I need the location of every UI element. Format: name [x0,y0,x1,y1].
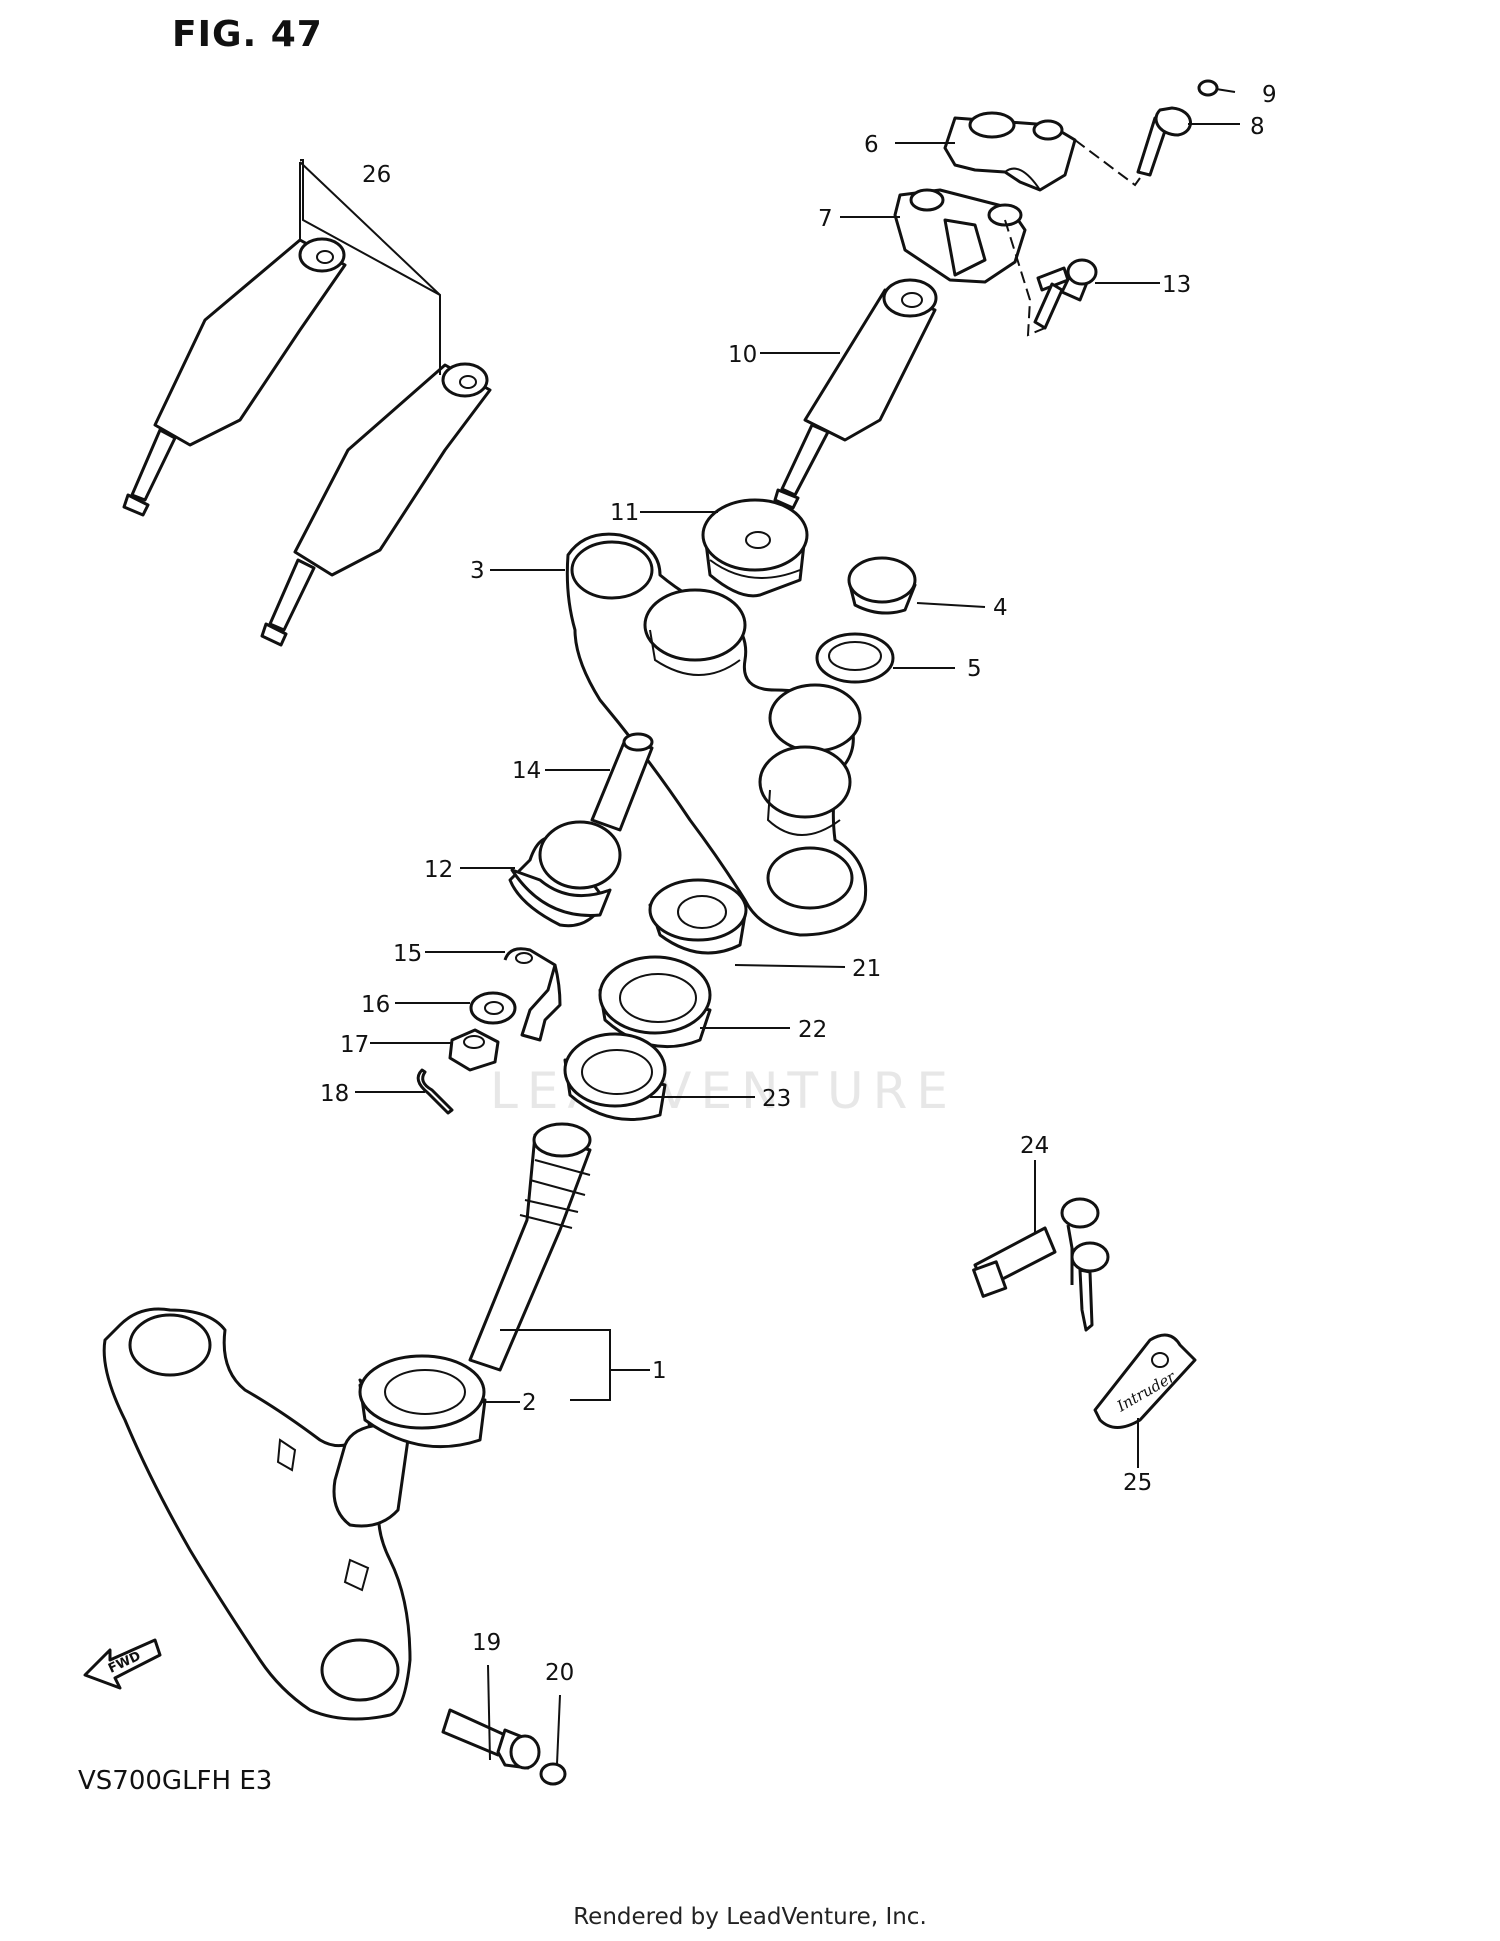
cap-part-9[interactable] [1197,79,1219,97]
dust-seal-part-2[interactable] [358,1354,487,1449]
callout-9: 9 [1262,82,1277,108]
callout-12: 12 [424,857,453,883]
leader-lines [355,88,1240,1765]
figure-title: FIG. 47 [172,14,323,55]
handlebar-upper-clamp-part-6[interactable] [943,111,1077,192]
callout-23: 23 [762,1086,791,1112]
handlebar-part-10[interactable] [773,278,938,510]
callout-5: 5 [967,656,982,682]
bolt-part-19[interactable] [441,1708,541,1770]
callout-4: 4 [993,595,1008,621]
fwd-arrow-icon: FWD [83,1638,162,1690]
handlebar-pair-part-26[interactable] [122,237,492,647]
footer-credit: Rendered by LeadVenture, Inc. [573,1904,927,1930]
callout-22: 22 [798,1017,827,1043]
callout-2: 2 [522,1390,537,1416]
cotter-pin-part-18[interactable] [416,1068,454,1115]
bolt-part-8[interactable] [1136,106,1192,177]
callout-6: 6 [864,132,879,158]
callout-16: 16 [361,992,390,1018]
callout-19: 19 [472,1630,501,1656]
callout-26: 26 [362,162,391,188]
handlebar-lower-holder-part-7[interactable] [893,188,1027,284]
callout-25: 25 [1123,1470,1152,1496]
washer-part-5[interactable] [815,632,895,684]
callout-14: 14 [512,758,541,784]
key-tag-part-25[interactable]: Intruder [1093,1333,1197,1429]
bearing-part-23[interactable] [563,1032,667,1121]
callout-10: 10 [728,342,757,368]
pin-part-14[interactable] [590,732,654,832]
callout-3: 3 [470,558,485,584]
upper-steering-bracket-part-3[interactable] [565,532,868,937]
bolt-part-13[interactable] [1033,258,1098,330]
lock-plate-part-15[interactable] [503,947,562,1042]
cap-part-4[interactable] [847,556,917,615]
steering-stem-nut-part-21[interactable] [648,878,748,955]
callout-8: 8 [1250,114,1265,140]
callout-7: 7 [818,206,833,232]
washer-part-16[interactable] [469,991,517,1025]
callout-11: 11 [610,500,639,526]
bearing-race-part-22[interactable] [598,955,712,1049]
callout-labels: 9 8 6 7 13 26 10 11 3 4 5 14 12 15 16 17… [320,82,1277,1686]
callout-24: 24 [1020,1133,1049,1159]
cap-part-20[interactable] [539,1762,567,1786]
cover-part-12[interactable] [508,820,622,928]
damper-part-11[interactable] [701,498,809,598]
nut-part-17[interactable] [448,1028,500,1072]
callout-15: 15 [393,941,422,967]
callout-1: 1 [652,1358,667,1384]
key-set-part-24[interactable] [972,1197,1110,1332]
model-code: VS700GLFH E3 [78,1766,273,1796]
callout-13: 13 [1162,272,1191,298]
steering-stem-part-1[interactable] [102,1122,592,1721]
callout-20: 20 [545,1660,574,1686]
callout-21: 21 [852,956,881,982]
callout-17: 17 [340,1032,369,1058]
callout-18: 18 [320,1081,349,1107]
